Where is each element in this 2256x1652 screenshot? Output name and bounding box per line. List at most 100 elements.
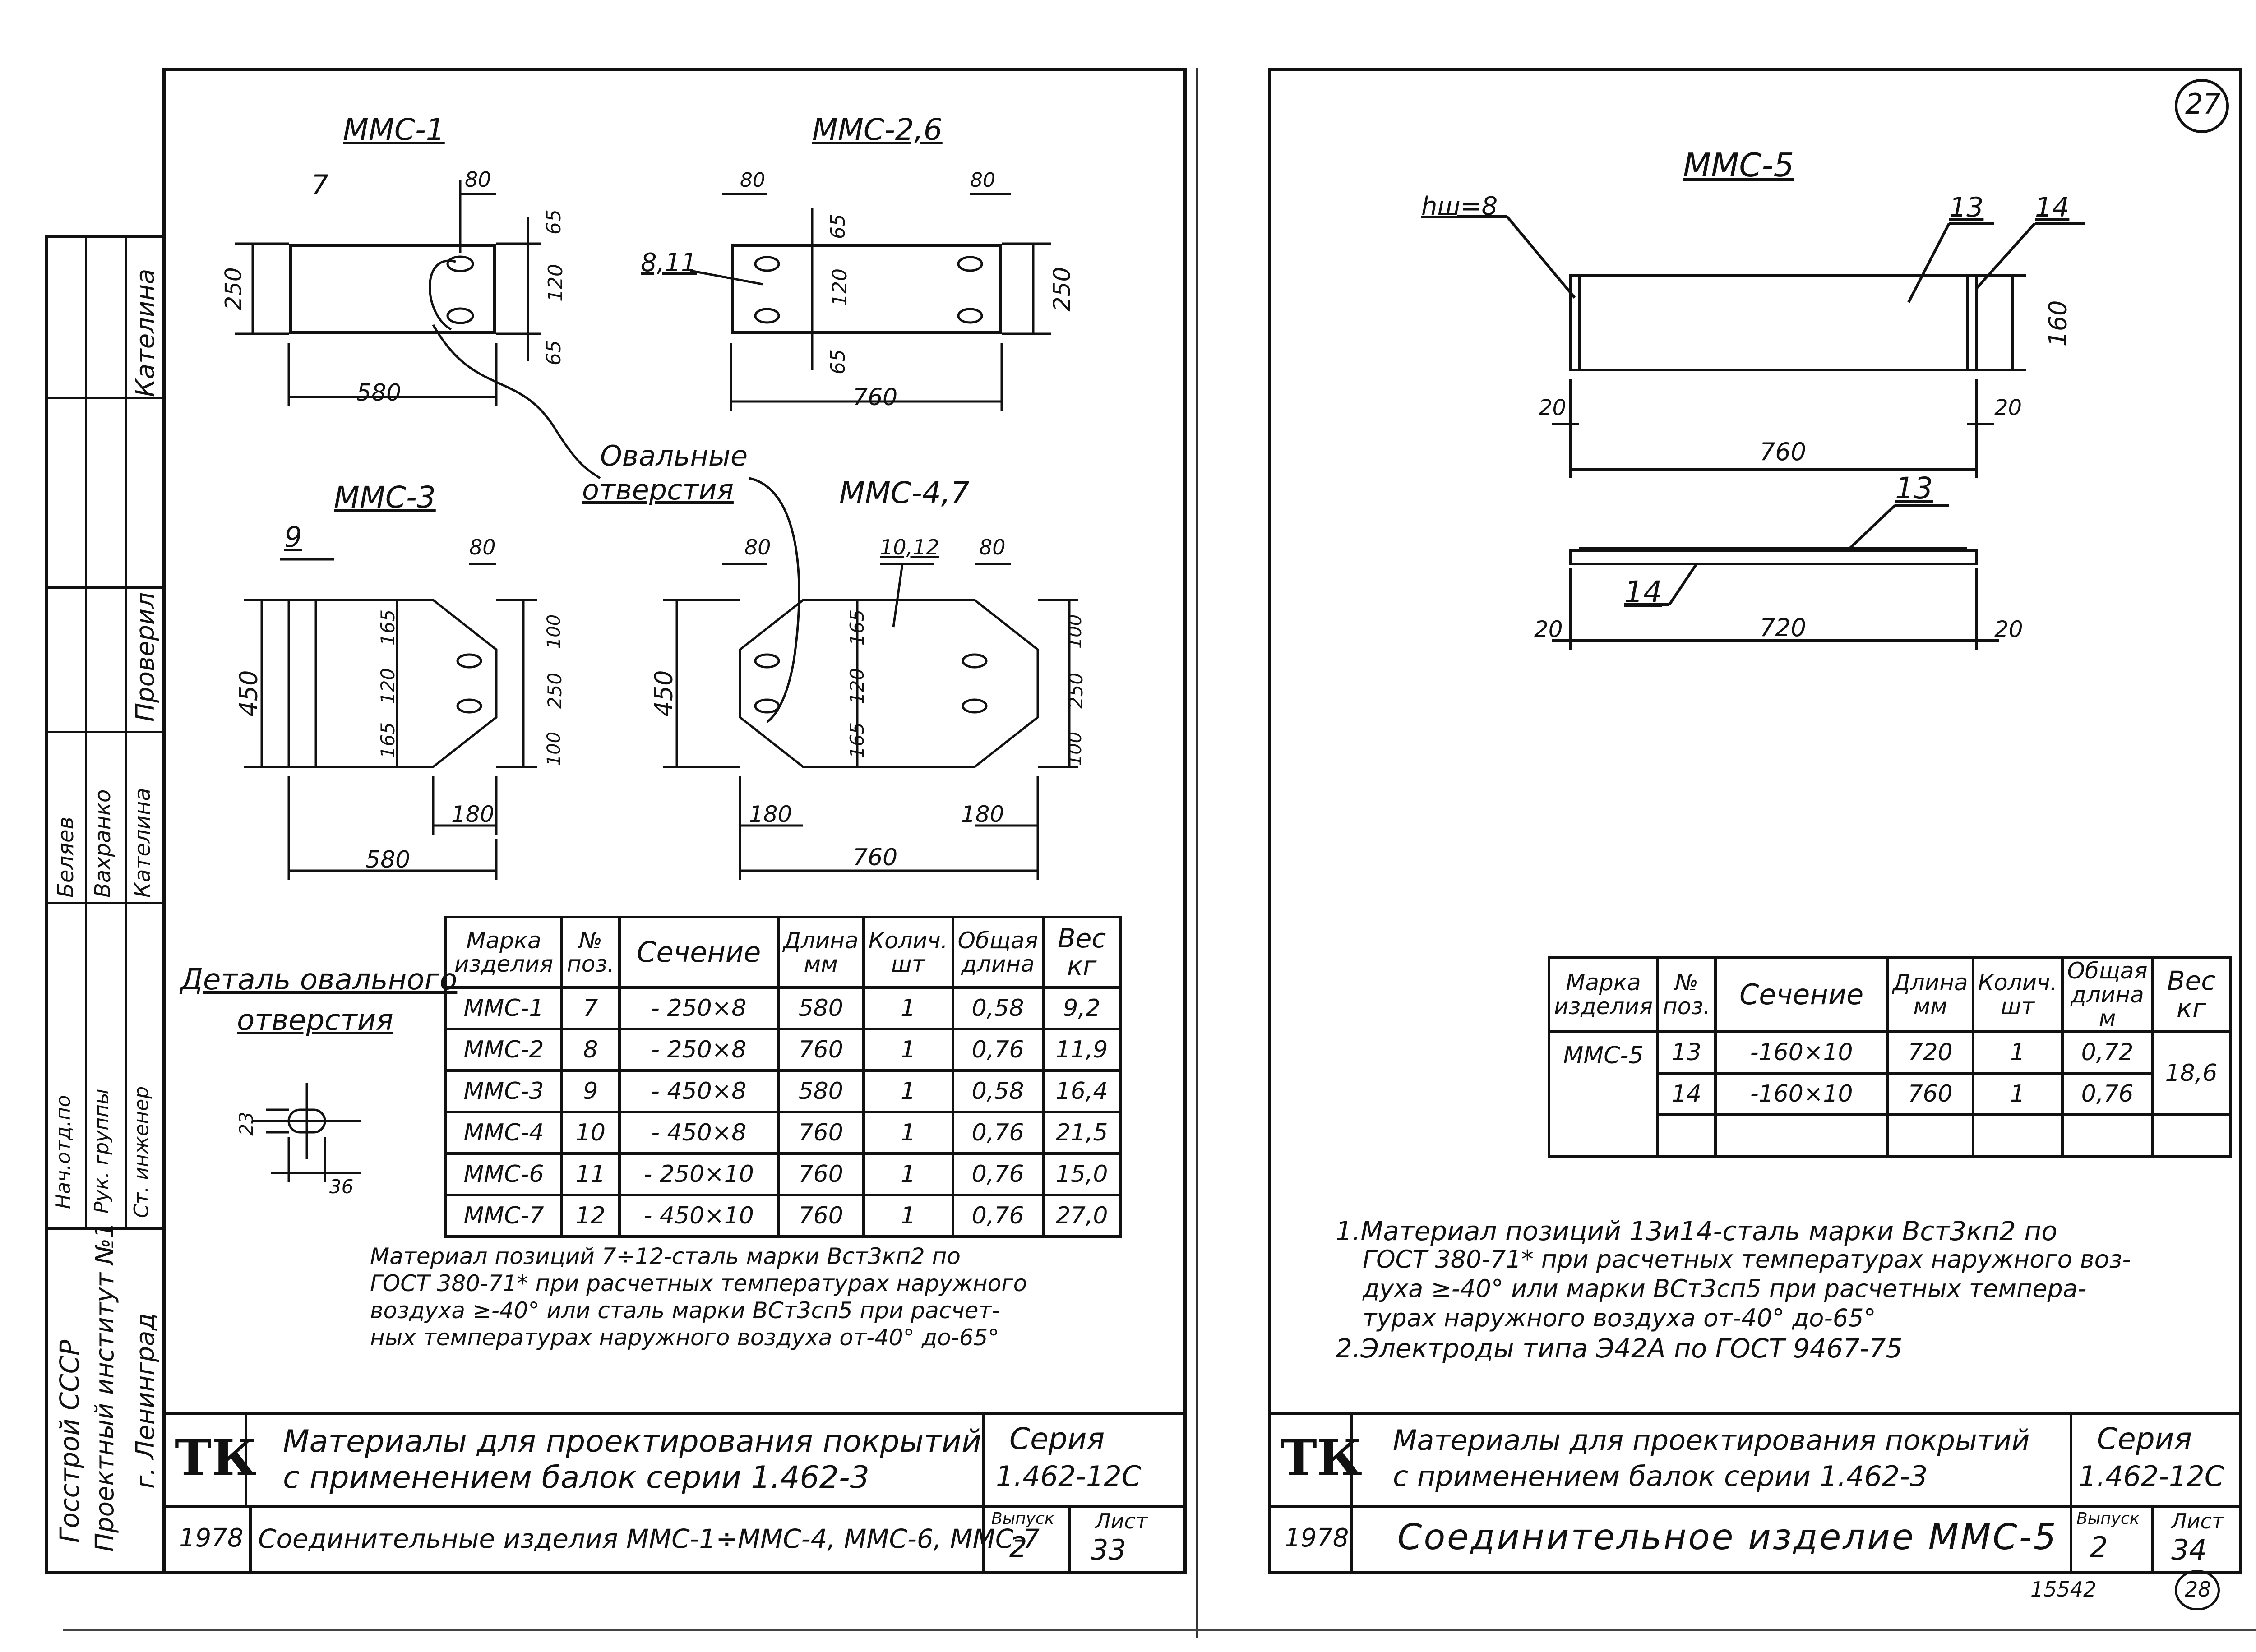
cell: 11,9: [1041, 1028, 1122, 1072]
cell: ММС-2: [444, 1028, 563, 1072]
cell: 11: [560, 1152, 621, 1196]
left-note-4: ных температурах наружного воздуха от-40…: [370, 1324, 999, 1351]
lt-h-total: Общая длина: [951, 916, 1045, 989]
side-stamp: [45, 235, 166, 1574]
lt-h-weight: Вес кг: [1041, 916, 1122, 989]
left-stamp-series: 1.462-12С: [996, 1460, 1142, 1493]
cell: 0,76: [951, 1028, 1045, 1072]
rt-h-pos: № поз.: [1656, 956, 1717, 1033]
left-stamp-year: 1978: [179, 1523, 244, 1553]
footer-circle: [2175, 1570, 2220, 1610]
mmc5-dim-e3: 20: [1534, 616, 1563, 642]
right-stamp-tk: ТК: [1280, 1429, 1362, 1487]
mmc47-title: ММС-4,7: [839, 475, 970, 510]
footer-circle-num: 28: [2185, 1577, 2211, 1601]
mmc5-pos14: 14: [2035, 192, 2070, 223]
right-spec-table: Марка изделия № поз. Сечение Длина мм Ко…: [1548, 956, 2232, 1158]
mmc5-plate-side: [1569, 549, 1978, 565]
mmc26-title: ММС-2,6: [812, 112, 943, 147]
mmc1-title: ММС-1: [343, 112, 445, 147]
right-stamp-name: Соединительное изделие ММС-5: [1397, 1517, 2058, 1558]
cell: [1971, 1113, 2064, 1158]
cell: - 450×8: [618, 1111, 780, 1155]
lt-h-qty: Колич. шт: [862, 916, 954, 989]
cell: [2151, 1113, 2232, 1158]
cell: 1: [862, 1194, 954, 1238]
mmc47-pos: 10,12: [880, 535, 939, 559]
mmc26-dim-edge-r: 80: [970, 169, 995, 192]
cell: ММС-1: [444, 986, 563, 1030]
cell: 8: [560, 1028, 621, 1072]
rt-h-mark: Марка изделия: [1548, 956, 1659, 1033]
cell: -160×10: [1714, 1030, 1889, 1075]
detail-title-2: отверстия: [237, 1004, 393, 1037]
detail-title-1: Деталь овального: [180, 963, 458, 997]
cell: 9,2: [1041, 986, 1122, 1030]
rt-h-total: Общая длина м: [2061, 956, 2154, 1033]
right-title-block: ТК Материалы для проектирования покрытий…: [1268, 1412, 2242, 1574]
mmc5-pos13-b: 13: [1895, 471, 1933, 506]
lt-h-section: Сечение: [618, 916, 780, 989]
rt-h-section: Сечение: [1714, 956, 1889, 1033]
lt-h-mark: Марка изделия: [444, 916, 563, 989]
cell: 1: [862, 986, 954, 1030]
cell: 760: [777, 1194, 865, 1238]
mmc1-pos: 7: [311, 169, 329, 201]
mmc5-dim-l: 760: [1760, 438, 1807, 466]
cell: 0,58: [951, 986, 1045, 1030]
left-note-3: воздуха ≥-40° или сталь марки ВСт3сп5 пр…: [370, 1297, 1000, 1324]
mmc1-dim-w: 580: [356, 379, 402, 406]
cell: 1: [862, 1028, 954, 1072]
fold-line: [1196, 68, 1198, 1638]
cell: 760: [777, 1152, 865, 1196]
mmc1-hole-2: [446, 307, 474, 324]
cell: 1: [1971, 1030, 2064, 1075]
cell: 1: [1971, 1071, 2064, 1116]
right-note-4: турах наружного воздуха от-40° до-65°: [1363, 1304, 1876, 1332]
left-stamp-tk: ТК: [175, 1429, 257, 1487]
right-stamp-series-label: Серия: [2097, 1421, 2192, 1456]
right-stamp-year: 1978: [1285, 1523, 1349, 1553]
left-note-2: ГОСТ 380-71* при расчетных температурах …: [370, 1270, 1027, 1297]
cell: 14: [1656, 1071, 1717, 1116]
left-title-block: ТК Материалы для проектирования покрытий…: [162, 1412, 1187, 1574]
cell: - 250×8: [618, 986, 780, 1030]
mmc3-dim-edge: 80: [469, 535, 496, 559]
mmc3-title: ММС-3: [334, 480, 436, 515]
left-stamp-series-label: Серия: [1009, 1421, 1105, 1456]
mmc47-dim-w: 760: [853, 844, 898, 871]
cell: 9: [560, 1069, 621, 1113]
cell: 12: [560, 1194, 621, 1238]
left-spec-table: Марка изделия № поз. Сечение Длина мм Ко…: [444, 916, 1122, 1238]
left-stamp-sheet: 33: [1091, 1533, 1126, 1566]
cell: [1886, 1113, 1974, 1158]
right-note-3: духа ≥-40° или марки ВСт3сп5 при расчетн…: [1363, 1274, 2087, 1303]
rt-weight: 18,6: [2151, 1030, 2232, 1116]
mmc3-dim-g: 180: [451, 801, 495, 827]
cell: 760: [1886, 1071, 1974, 1116]
mmc1-dim-edge: 80: [465, 167, 491, 192]
cell: 760: [777, 1028, 865, 1072]
oval-label-1: Овальные: [600, 439, 748, 472]
page-number: 27: [2185, 88, 2221, 120]
left-stamp-title-1: Материалы для проектирования покрытий: [283, 1424, 982, 1459]
cell: - 450×8: [618, 1069, 780, 1113]
left-stamp-issue: 2: [1009, 1531, 1027, 1564]
mmc5-weld: hш=8: [1421, 192, 1498, 221]
mmc26-dim-w: 760: [853, 384, 898, 411]
mmc5-dim-l2: 720: [1760, 614, 1807, 642]
cell: ММС-7: [444, 1194, 563, 1238]
table-row-empty: [1549, 1113, 2232, 1158]
left-stamp-title-2: с применением балок серии 1.462-3: [283, 1460, 869, 1495]
cell: 27,0: [1041, 1194, 1122, 1238]
cell: 720: [1886, 1030, 1974, 1075]
cell: 7: [560, 986, 621, 1030]
right-stamp-sheet-label: Лист: [2171, 1509, 2224, 1533]
mmc5-dim-e4: 20: [1994, 616, 2023, 642]
